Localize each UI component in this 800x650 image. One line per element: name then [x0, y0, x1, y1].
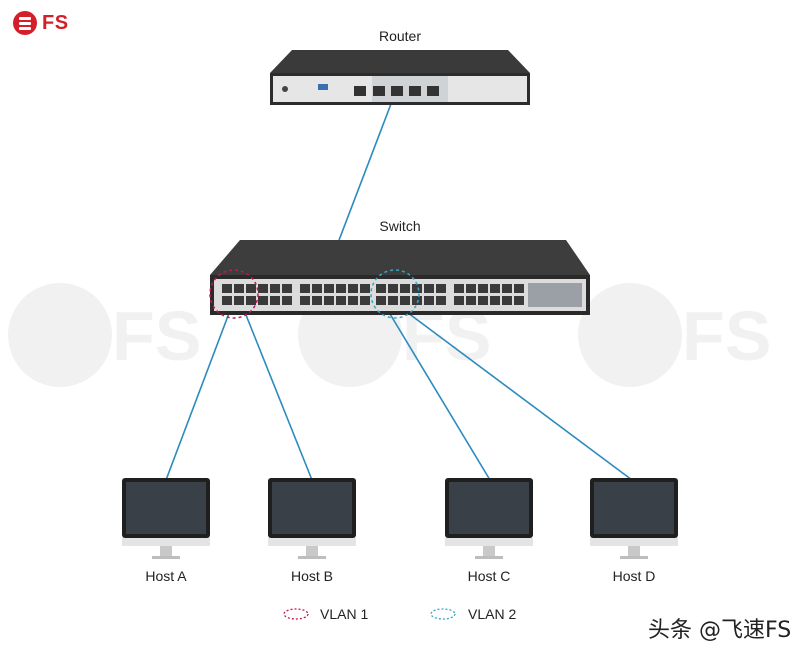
- router: [270, 50, 530, 105]
- switch-port: [360, 284, 370, 293]
- switch-port: [424, 284, 434, 293]
- router-usb-port: [318, 84, 328, 90]
- svg-text:FS: FS: [682, 297, 771, 375]
- router-label: Router: [378, 28, 422, 44]
- host-d-label: Host D: [612, 568, 656, 584]
- switch-port: [312, 296, 322, 305]
- switch-port: [234, 284, 244, 293]
- switch-port: [376, 296, 386, 305]
- switch-port: [312, 284, 322, 293]
- host-c-label: Host C: [467, 568, 511, 584]
- switch-ports: [222, 284, 524, 305]
- switch-port: [348, 284, 358, 293]
- switch-port: [282, 296, 292, 305]
- switch-uplink-area: [528, 283, 582, 307]
- host-b-label: Host B: [290, 568, 333, 584]
- switch-port: [258, 296, 268, 305]
- fs-watermark-left: FS: [8, 283, 201, 387]
- switch-label: Switch: [379, 218, 421, 234]
- switch-port: [282, 284, 292, 293]
- switch-port: [454, 296, 464, 305]
- fs-watermark-right: FS: [578, 283, 771, 387]
- router-ports: [354, 86, 439, 96]
- platform-watermark: 头条 @飞速FS: [648, 618, 792, 643]
- switch-port: [300, 284, 310, 293]
- switch-port: [376, 284, 386, 293]
- vlan1-legend-icon: [283, 608, 309, 620]
- switch-port: [478, 284, 488, 293]
- link-switch-host-d: [395, 303, 633, 481]
- switch-port: [336, 284, 346, 293]
- switch-port: [336, 296, 346, 305]
- vlan1-highlight: [209, 269, 259, 319]
- fs-logo: FS: [12, 10, 69, 36]
- switch: [210, 240, 590, 315]
- fs-logo-text: FS: [42, 11, 69, 34]
- switch-port: [478, 296, 488, 305]
- switch-port: [222, 296, 232, 305]
- router-logo-mark: [282, 86, 288, 92]
- switch-port: [222, 284, 232, 293]
- switch-port: [360, 296, 370, 305]
- switch-port: [436, 296, 446, 305]
- link-switch-host-b: [239, 299, 313, 481]
- vlan2-legend-label: VLAN 2: [468, 606, 517, 622]
- switch-port: [258, 284, 268, 293]
- switch-port: [400, 284, 410, 293]
- switch-port: [466, 284, 476, 293]
- host-c-monitor: [445, 478, 533, 559]
- switch-port: [490, 296, 500, 305]
- switch-port: [412, 284, 422, 293]
- switch-port: [246, 296, 256, 305]
- host-a-label: Host A: [145, 568, 187, 584]
- switch-port: [246, 284, 256, 293]
- switch-port: [234, 296, 244, 305]
- fs-logo-icon: [13, 11, 37, 35]
- switch-port: [502, 296, 512, 305]
- switch-port: [388, 284, 398, 293]
- host-b-monitor: [268, 478, 356, 559]
- switch-port: [490, 284, 500, 293]
- switch-port: [270, 284, 280, 293]
- switch-port: [454, 284, 464, 293]
- host-a-monitor: [122, 478, 210, 559]
- host-d-monitor: [590, 478, 678, 559]
- switch-port: [324, 284, 334, 293]
- switch-port: [300, 296, 310, 305]
- vlan2-highlight: [370, 269, 420, 319]
- switch-port: [436, 284, 446, 293]
- switch-port: [270, 296, 280, 305]
- switch-top: [210, 240, 590, 275]
- router-top: [270, 50, 530, 73]
- switch-port: [514, 284, 524, 293]
- switch-port: [466, 296, 476, 305]
- vlan2-legend-icon: [430, 608, 456, 620]
- switch-port: [514, 296, 524, 305]
- switch-port: [502, 284, 512, 293]
- switch-port: [388, 296, 398, 305]
- switch-port: [400, 296, 410, 305]
- svg-text:FS: FS: [112, 297, 201, 375]
- switch-port: [324, 296, 334, 305]
- vlan1-legend-label: VLAN 1: [320, 606, 369, 622]
- switch-port: [412, 296, 422, 305]
- switch-port: [348, 296, 358, 305]
- link-switch-host-c: [383, 303, 491, 481]
- switch-port: [424, 296, 434, 305]
- link-switch-host-a: [165, 299, 235, 481]
